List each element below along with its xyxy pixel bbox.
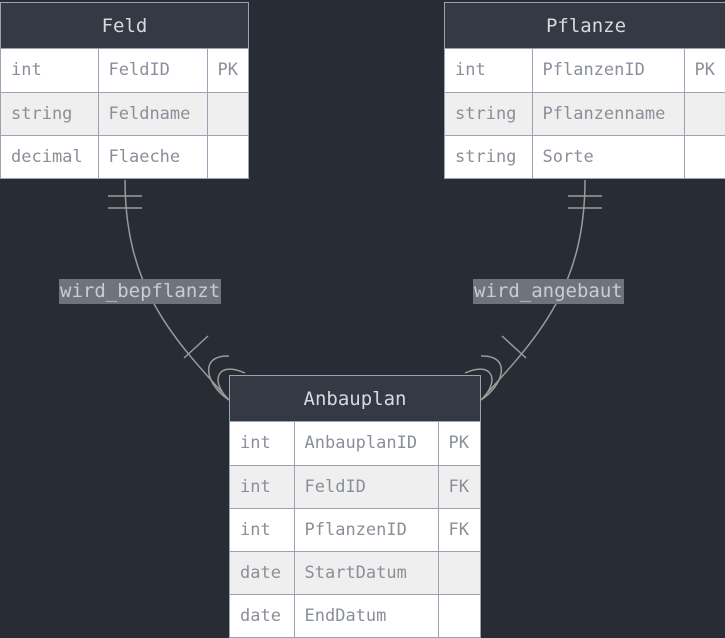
attr-key <box>437 550 480 594</box>
attr-type: int <box>455 60 486 81</box>
attr-name: Sorte <box>531 134 684 178</box>
attr-name: StartDatum <box>293 550 438 594</box>
attr-key <box>206 134 248 178</box>
entity-anbauplan-attributes: int AnbauplanID PK int FeldID FK int Pfl… <box>230 422 480 637</box>
attribute-row: int PflanzenID FK <box>230 507 480 551</box>
attr-type: string <box>445 91 532 135</box>
entity-anbauplan-title: Anbauplan <box>230 376 480 422</box>
attr-name: Pflanzenname <box>531 91 684 135</box>
attr-type: string <box>445 134 532 178</box>
attribute-row: date StartDatum <box>230 550 480 594</box>
attr-type: date <box>230 593 294 637</box>
attr-name: Feldname <box>97 91 207 135</box>
attr-type: int <box>230 464 294 508</box>
attribute-row: int AnbauplanID PK <box>230 422 480 465</box>
attribute-row: decimal Flaeche <box>1 134 248 178</box>
attr-key: FK <box>437 464 480 508</box>
attr-type: int <box>11 60 42 81</box>
attribute-row: int FeldID PK <box>1 49 248 92</box>
entity-pflanze-attributes: int PflanzenID PK string Pflanzenname st… <box>445 49 725 178</box>
crowfoot-anbauplan-left <box>208 355 246 401</box>
attr-key <box>437 593 480 637</box>
attr-type: int <box>240 433 271 454</box>
link-pflanze-anbauplan <box>480 179 586 401</box>
attr-key <box>206 91 248 135</box>
attribute-row: date EndDatum <box>230 593 480 637</box>
attr-key: PK <box>437 422 480 465</box>
entity-feld[interactable]: Feld int FeldID PK string Feldname decim… <box>0 2 249 179</box>
entity-anbauplan[interactable]: Anbauplan int AnbauplanID PK int FeldID … <box>229 375 481 638</box>
attr-key <box>683 91 725 135</box>
attr-key: PK <box>206 49 248 92</box>
one-marker-feld <box>108 195 142 209</box>
attr-key: PK <box>683 49 725 92</box>
link-feld-anbauplan <box>124 179 230 401</box>
attr-name: EndDatum <box>293 593 438 637</box>
attr-name: PflanzenID <box>531 49 684 92</box>
crowfoot-anbauplan-right <box>464 355 502 401</box>
entity-pflanze-title: Pflanze <box>445 3 725 49</box>
attribute-row: int FeldID FK <box>230 464 480 508</box>
attr-type: int <box>230 507 294 551</box>
one-marker-pflanze <box>568 195 602 209</box>
attr-name: Flaeche <box>97 134 207 178</box>
one-marker-anbauplan-left <box>183 335 209 359</box>
attribute-row: string Feldname <box>1 91 248 135</box>
attr-name: PflanzenID <box>293 507 438 551</box>
attr-key: FK <box>437 507 480 551</box>
entity-feld-title: Feld <box>1 3 248 49</box>
entity-feld-attributes: int FeldID PK string Feldname decimal Fl… <box>1 49 248 178</box>
attr-name: FeldID <box>97 49 207 92</box>
relationship-label-wird-angebaut: wird_angebaut <box>473 279 624 304</box>
attr-name: AnbauplanID <box>293 422 438 465</box>
attr-type: date <box>230 550 294 594</box>
one-marker-anbauplan-right <box>501 335 527 359</box>
attr-type: decimal <box>1 134 98 178</box>
attribute-row: int PflanzenID PK <box>445 49 725 92</box>
entity-pflanze[interactable]: Pflanze int PflanzenID PK string Pflanze… <box>444 2 725 179</box>
attribute-row: string Pflanzenname <box>445 91 725 135</box>
attr-type: string <box>1 91 98 135</box>
attr-key <box>683 134 725 178</box>
attribute-row: string Sorte <box>445 134 725 178</box>
attr-name: FeldID <box>293 464 438 508</box>
relationship-label-wird-bepflanzt: wird_bepflanzt <box>59 279 222 304</box>
